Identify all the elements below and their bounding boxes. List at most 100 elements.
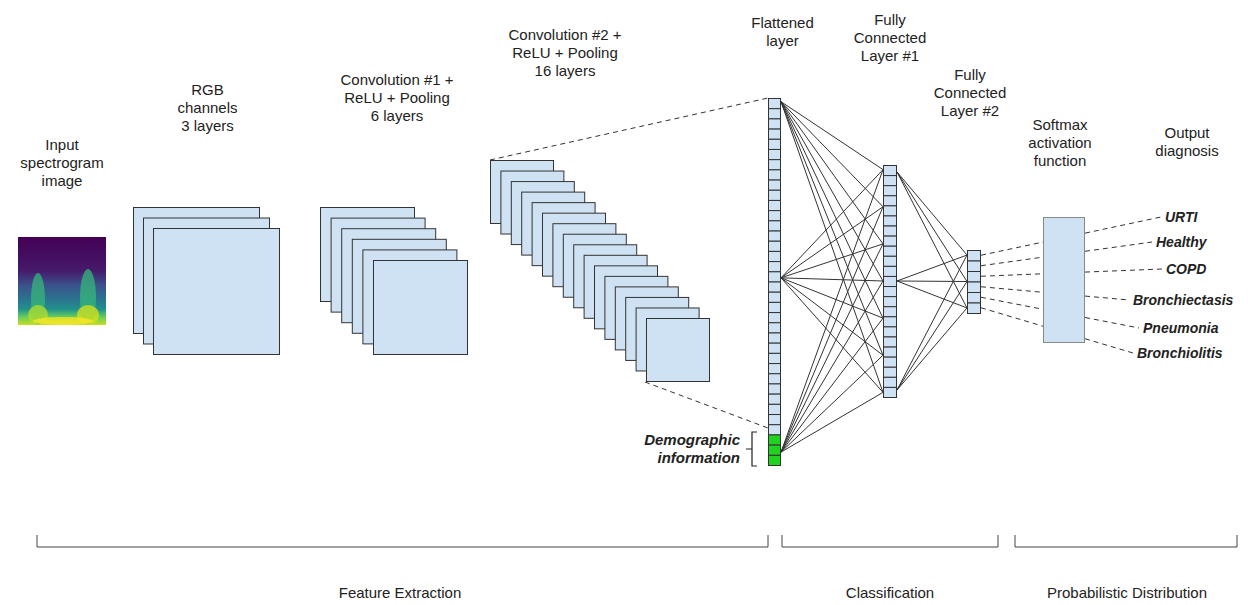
- neuron-cell: [884, 206, 897, 216]
- neuron-cell: [769, 343, 781, 353]
- neuron-cell: [769, 384, 781, 394]
- section-label: Classification: [760, 584, 1020, 602]
- dense-layer-shape: [967, 250, 981, 313]
- dense-layer: Fully Connected Layer #1: [883, 165, 897, 397]
- neuron-cell: [884, 337, 897, 347]
- section-bracket: [37, 535, 768, 547]
- neuron-cell: [884, 327, 897, 337]
- neuron-cell: [769, 404, 781, 414]
- output-leader: [1085, 296, 1129, 300]
- class-label: Pneumonia: [1143, 319, 1218, 337]
- demographic-bracket: [746, 432, 757, 466]
- neuron-cell: [769, 180, 781, 190]
- layer-heading: Softmax activation function: [1010, 116, 1110, 170]
- neuron-cell: [884, 276, 897, 286]
- neuron-cell: [769, 241, 781, 251]
- neuron-cell: [968, 282, 981, 293]
- neuron-cell: [769, 323, 781, 333]
- output-leader: [1085, 217, 1161, 233]
- conv-stack-shape: [320, 207, 468, 355]
- neuron-cell: [884, 256, 897, 266]
- demographic-label: Demographic information: [620, 431, 740, 467]
- spectrogram-ground: [18, 237, 106, 325]
- neuron-cell: [769, 200, 781, 210]
- neuron-cell: [769, 374, 781, 384]
- neuron-cell: [769, 119, 781, 129]
- layer-heading: Convolution #2 + ReLU + Pooling 16 layer…: [507, 26, 623, 80]
- softmax-box: Softmax activation function: [1043, 217, 1085, 343]
- class-label: COPD: [1166, 260, 1206, 278]
- neuron-cell: [884, 387, 897, 397]
- neuron-cell: [769, 109, 781, 119]
- neuron-cell: [884, 287, 897, 297]
- neuron-cell: [769, 190, 781, 200]
- neuron-cell: [884, 307, 897, 317]
- demographic-cell: [769, 455, 781, 465]
- neuron-cell: [884, 367, 897, 377]
- neuron-cell: [884, 297, 897, 307]
- output-leader: [1085, 242, 1152, 251]
- neuron-cell: [769, 364, 781, 374]
- section-label: Probabilistic Distribution: [997, 584, 1255, 602]
- section-bracket: [1015, 535, 1237, 547]
- feature-map: [647, 319, 710, 382]
- layer-connector: [490, 98, 768, 428]
- feature-map: [154, 229, 280, 355]
- neuron-cell: [769, 313, 781, 323]
- neuron-cell: [769, 211, 781, 221]
- class-label: Bronchiolitis: [1137, 344, 1223, 362]
- neuron-cell: [769, 282, 781, 292]
- neuron-cell: [884, 357, 897, 367]
- spectrogram-energy: [33, 317, 93, 325]
- layer-connector: [897, 172, 967, 390]
- neuron-cell: [769, 251, 781, 261]
- neuron-cell: [769, 415, 781, 425]
- neuron-cell: [769, 231, 781, 241]
- conv-stack: Convolution #1 + ReLU + Pooling 6 layers: [320, 207, 468, 355]
- column-heading: Output diagnosis: [1142, 124, 1232, 160]
- neuron-cell: [769, 333, 781, 343]
- neuron-cell: [769, 129, 781, 139]
- neuron-cell: [769, 149, 781, 159]
- section-bracket: [782, 535, 998, 547]
- softmax-box-shape: [1043, 217, 1085, 343]
- output-leader: [1085, 269, 1162, 272]
- neuron-cell: [769, 394, 781, 404]
- class-label: Bronchiectasis: [1133, 291, 1233, 309]
- channel-stack-shape: [133, 207, 280, 355]
- class-label: URTI: [1165, 208, 1197, 226]
- layer-connector: [981, 242, 1043, 326]
- neuron-cell: [968, 303, 981, 314]
- channel-stack: RGB channels 3 layers: [133, 207, 280, 355]
- neuron-cell: [769, 302, 781, 312]
- neuron-cell: [769, 272, 781, 282]
- demographic-cell: [769, 445, 781, 455]
- flattened-column-shape: [768, 98, 781, 465]
- neuron-cell: [884, 317, 897, 327]
- neuron-cell: [769, 262, 781, 272]
- layer-heading: Flattened layer: [743, 14, 823, 50]
- neuron-cell: [884, 246, 897, 256]
- neuron-cell: [968, 261, 981, 272]
- spectrogram-image-shape: [18, 237, 106, 325]
- neuron-cell: [884, 176, 897, 186]
- neuron-cell: [884, 196, 897, 206]
- softmax-rect: [1044, 218, 1085, 343]
- neuron-cell: [769, 99, 781, 109]
- conv-stack-shape: [490, 160, 710, 382]
- layer-heading: Fully Connected Layer #1: [850, 11, 930, 65]
- neuron-cell: [884, 186, 897, 196]
- section-label: Feature Extraction: [250, 584, 550, 602]
- neuron-cell: [968, 251, 981, 262]
- dense-layer-shape: [883, 165, 897, 397]
- spectrogram-image: Input spectrogram image: [18, 237, 106, 325]
- neuron-cell: [769, 221, 781, 231]
- neuron-cell: [968, 272, 981, 283]
- neuron-cell: [884, 266, 897, 276]
- neuron-cell: [769, 170, 781, 180]
- class-label: Healthy: [1156, 233, 1207, 251]
- neuron-cell: [884, 226, 897, 236]
- layer-heading: Fully Connected Layer #2: [930, 66, 1010, 120]
- demographic-cell: [769, 435, 781, 445]
- layer-heading: Input spectrogram image: [12, 136, 112, 190]
